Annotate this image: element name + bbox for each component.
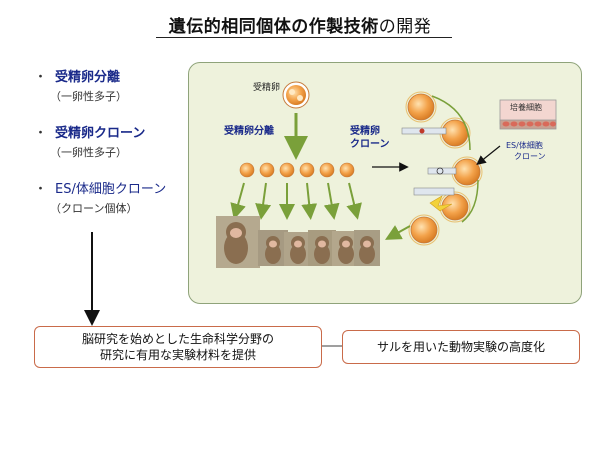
es-arrow [476, 145, 501, 165]
outcome-line-1: 脳研究を始めとした生命科学分野の [81, 332, 274, 346]
bullet-marker: ・ [34, 182, 48, 197]
clone-label-1: 受精卵 [350, 126, 380, 137]
bullet-split: ・受精卵分離 （一卵性多子） [34, 66, 127, 104]
culture-dish-icon [499, 99, 557, 130]
es-label-1: ES/体細胞 [506, 141, 543, 150]
bullet-sub-es-clone: （クローン個体） [50, 202, 138, 215]
clone-label-2: クローン [350, 139, 390, 150]
fertilized-egg-icon [282, 81, 310, 109]
title-underline [156, 37, 452, 38]
bullet-marker: ・ [34, 70, 48, 85]
bullet-sub-embryo-clone: （一卵性多子） [50, 146, 127, 159]
outcome-box: 脳研究を始めとした生命科学分野の 研究に有用な実験材料を提供 [34, 326, 322, 368]
bullet-es-clone: ・ ES/体細胞クローン （クローン個体） [34, 178, 166, 216]
bullet-marker: ・ [34, 126, 48, 141]
page-title: 遺伝的相同個体の作製技術の開発 [0, 12, 600, 37]
advance-box: サルを用いた動物実験の高度化 [342, 330, 580, 364]
bullet-sub-split: （一卵性多子） [50, 90, 127, 103]
fertilized-egg-label: 受精卵 [253, 83, 281, 93]
monkey-arrows [230, 182, 362, 220]
bullet-label-es-clone: ES/体細胞クローン [55, 182, 167, 197]
culture-cells-label: 培養細胞 [510, 103, 542, 112]
bullet-label-split: 受精卵分離 [55, 70, 121, 85]
split-eggs-row [239, 162, 355, 178]
monkey-photos [216, 216, 380, 268]
bullet-label-embryo-clone: 受精卵クローン [55, 126, 146, 141]
advance-text: サルを用いた動物実験の高度化 [376, 340, 545, 354]
es-label-2: クローン [514, 152, 546, 161]
clone-cycle [401, 91, 483, 246]
title-bold: 遺伝的相同個体の作製技術 [168, 17, 379, 37]
bullet-embryo-clone: ・受精卵クローン （一卵性多子） [34, 122, 145, 160]
title-plain: の開発 [378, 17, 432, 37]
outcome-line-2: 研究に有用な実験材料を提供 [99, 348, 256, 362]
cycle-output-arrow [385, 225, 411, 240]
split-label: 受精卵分離 [224, 126, 274, 137]
